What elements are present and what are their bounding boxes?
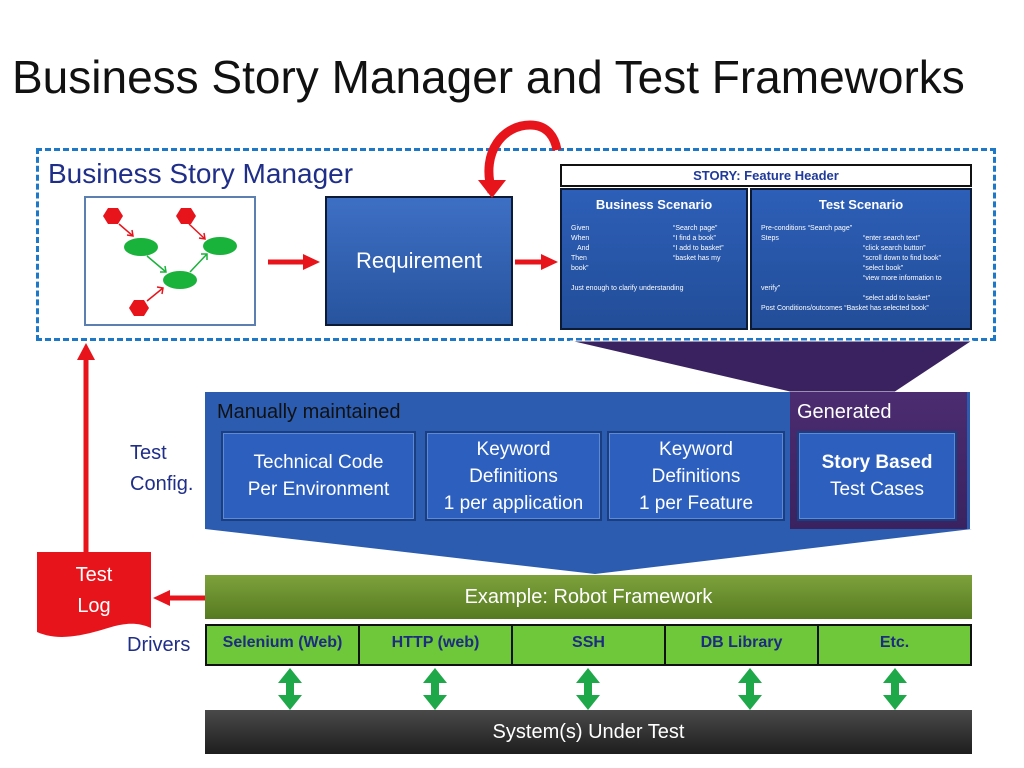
double-arrow-icon [278,668,302,710]
test-step: “select book” [863,265,904,272]
test-log-label: Test Log [75,564,113,617]
technical-code-card: Technical Code Per Environment [221,431,416,521]
driver-sut-arrows [278,668,907,710]
scenario-step: Given“Search page” [571,225,718,232]
drivers-label: Drivers [127,634,191,656]
driver-http: HTTP (web) [360,626,513,664]
story-node-ellipse [203,237,237,255]
keyword-definitions-application-card: Keyword Definitions 1 per application [425,431,602,521]
framework-to-log-arrowhead [153,590,170,606]
test-step: “view more information to [863,275,942,282]
story-based-test-cases-card: Story Based Test Cases [797,431,957,521]
story-flow-diagram [84,196,256,326]
test-step: Steps“enter search text” [761,235,920,242]
test-log-document [37,552,151,637]
story-node-ellipse [163,271,197,289]
requirement-box: Requirement [325,196,513,326]
business-scenario-title: Business Scenario [595,197,713,212]
driver-db-library: DB Library [666,626,819,664]
robot-framework-label: Example: Robot Framework [464,585,713,608]
scenario-step: Then“basket has my [571,255,721,262]
requirement-to-story-arrowhead [541,254,558,270]
test-scenario-box: Test Scenario Pre-conditions “Search pag… [750,188,972,330]
double-arrow-icon [738,668,762,710]
test-step-wrap: verify” [761,285,781,292]
test-scenario-title: Test Scenario [818,197,904,212]
test-preconditions: Pre-conditions “Search page” [761,225,853,232]
driver-etc: Etc. [819,626,970,664]
test-postconditions: Post Conditions/outcomes “Basket has sel… [761,305,929,312]
business-story-manager-label: Business Story Manager [48,158,354,189]
system-under-test-bar: System(s) Under Test [205,710,972,754]
story-node-hexagon [103,208,123,224]
story-node-hexagon [176,208,196,224]
test-step: “select add to basket” [863,295,930,302]
system-under-test-label: System(s) Under Test [492,720,685,743]
test-scenario-body: Pre-conditions “Search page” Steps“enter… [752,224,970,314]
test-step: “scroll down to find book” [863,255,941,262]
manually-maintained-title: Manually maintained [217,401,401,423]
business-scenario-box: Business Scenario Given“Search page” Whe… [560,188,748,330]
drivers-row: Selenium (Web) HTTP (web) SSH DB Library… [205,624,972,666]
generated-title: Generated [797,401,892,423]
double-arrow-icon [423,668,447,710]
test-config-label-line1: Test [130,442,167,464]
scenario-step: When“I find a book” [571,235,716,242]
business-scenario-note: Just enough to clarify understanding [571,285,684,292]
scenario-step-wrap: book” [571,265,589,272]
story-feature-header: STORY: Feature Header [560,164,972,187]
business-scenario-body: Given“Search page” When“I find a book” A… [562,224,746,294]
scenario-step: And“I add to basket” [577,245,724,252]
driver-selenium: Selenium (Web) [207,626,360,664]
story-node-ellipse [124,238,158,256]
config-funnel [205,529,972,574]
feedback-curve-arrowhead [478,180,506,198]
double-arrow-icon [883,668,907,710]
test-config-label-line2: Config. [130,473,194,495]
driver-ssh: SSH [513,626,666,664]
generation-funnel [569,340,974,393]
test-step: “click search button” [863,245,926,252]
slide-title: Business Story Manager and Test Framewor… [12,51,965,103]
feedback-curve-arrow [484,120,562,194]
keyword-definitions-feature-card: Keyword Definitions 1 per Feature [607,431,785,521]
story-node-hexagon [129,300,149,316]
requirement-label: Requirement [356,248,482,273]
double-arrow-icon [576,668,600,710]
log-to-bsm-arrowhead [77,343,95,360]
robot-framework-bar: Example: Robot Framework [205,575,972,619]
business-story-manager-frame [36,148,996,341]
flow-to-requirement-arrowhead [303,254,320,270]
